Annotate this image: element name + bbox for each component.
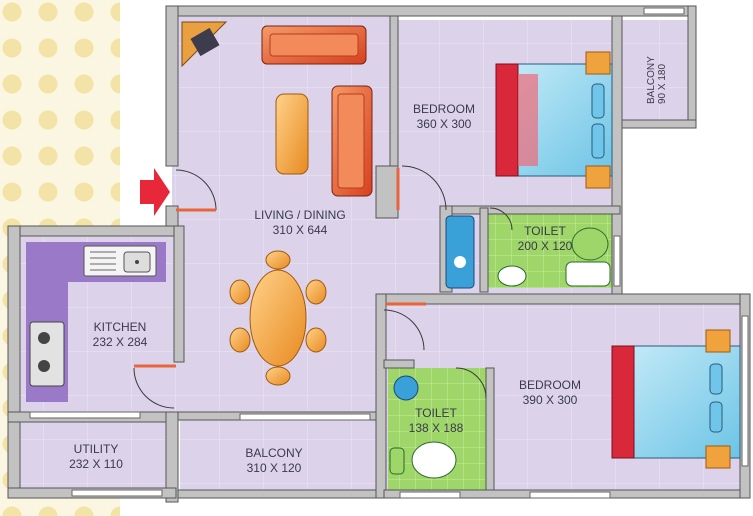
bedroom1-name: BEDROOM: [412, 102, 476, 116]
wall-toilet1-divider: [479, 207, 489, 293]
toilet2-size: 138 X 188: [408, 421, 464, 435]
entry-arrow-icon: [140, 168, 170, 216]
door-toilet2: [455, 367, 487, 399]
utility-name: UTILITY: [73, 442, 119, 456]
balcony-bottom-name: BALCONY: [245, 446, 303, 460]
coffee-table: [275, 93, 309, 175]
bed2-icon: [611, 329, 741, 469]
wall-living-left-top: [165, 5, 179, 167]
wall-top: [165, 5, 697, 17]
doors: [133, 165, 513, 409]
wall-balcony-right: [687, 5, 697, 127]
window-bedroom2-side: [741, 315, 749, 467]
toilet2-icon: [389, 375, 457, 479]
bedroom1-label: BEDROOM 360 X 300: [413, 102, 475, 132]
window-toilet2: [399, 491, 461, 499]
utility-label: UTILITY 232 X 110: [69, 442, 123, 472]
wall-balcony-bottom: [177, 489, 385, 499]
toilet2-label: TOILET 138 X 188: [409, 406, 464, 436]
wall-bed1-left-top: [389, 15, 399, 167]
wall-kitchen-right: [173, 225, 185, 363]
bedroom1-size: 360 X 300: [416, 117, 472, 131]
balcony-top-label: BALCONY 90 X 180: [646, 56, 668, 104]
living-label: LIVING / DINING 310 X 644: [254, 208, 345, 238]
wall-kitchen-top: [7, 225, 185, 237]
toilet-icon: [445, 215, 611, 289]
door-toilet1: [489, 207, 513, 231]
bedroom2-size: 390 X 300: [522, 393, 578, 407]
toilet1-label: TOILET 200 X 120: [518, 224, 573, 254]
kitchen-label: KITCHEN 232 X 284: [93, 320, 148, 350]
wall-bed2-left: [375, 293, 387, 499]
wall-bed1-left-bottom: [375, 165, 399, 219]
sink-icon: [83, 245, 157, 277]
door-entry: [175, 169, 217, 211]
toilet2-name: TOILET: [415, 406, 457, 420]
door-bedroom2: [383, 309, 425, 351]
wall-kitchen-left: [7, 225, 21, 497]
bed-icon: [495, 51, 613, 189]
dining-table-icon: [229, 250, 327, 386]
balcony-top-name: BALCONY: [646, 56, 657, 104]
living-name: LIVING / DINING: [254, 208, 346, 222]
wall-balcony-bottom: [611, 119, 697, 129]
window-living: [239, 413, 371, 421]
sofa-icon: [261, 25, 373, 197]
balcony-top-size: 90 X 180: [657, 63, 668, 104]
window-bedroom2: [529, 491, 611, 499]
wall-utility-right: [165, 411, 179, 503]
wall-toilet2-right: [485, 367, 495, 499]
window-kitchen: [29, 411, 141, 419]
living-size: 310 X 644: [272, 223, 328, 237]
windows: [29, 7, 749, 499]
bedroom2-name: BEDROOM: [518, 378, 582, 392]
window-balcony: [643, 7, 685, 15]
stove-icon: [29, 321, 65, 387]
balcony-bottom-floor: [180, 418, 376, 490]
window-utility: [71, 489, 163, 497]
wall-toilet2-top: [383, 359, 415, 369]
tv-unit-icon: [181, 21, 228, 68]
kitchen-name: KITCHEN: [93, 320, 147, 334]
shower-tray: [445, 215, 475, 289]
door-kitchen: [133, 367, 175, 409]
wall-bed1-bottom: [449, 205, 621, 215]
toilet1-size: 200 X 120: [517, 239, 573, 253]
balcony-top-floor: [616, 20, 688, 124]
balcony-bottom-size: 310 X 120: [246, 461, 302, 475]
bedroom2-label: BEDROOM 390 X 300: [519, 378, 581, 408]
balcony-bottom-label: BALCONY 310 X 120: [245, 446, 302, 476]
wall-bedroom2-top: [375, 293, 749, 305]
utility-size: 232 X 110: [69, 457, 123, 471]
door-bedroom1: [401, 165, 447, 211]
utility-floor: [18, 418, 168, 492]
toilet1-name: TOILET: [524, 224, 566, 238]
window-toilet1: [613, 235, 621, 287]
kitchen-size: 232 X 284: [92, 335, 148, 349]
